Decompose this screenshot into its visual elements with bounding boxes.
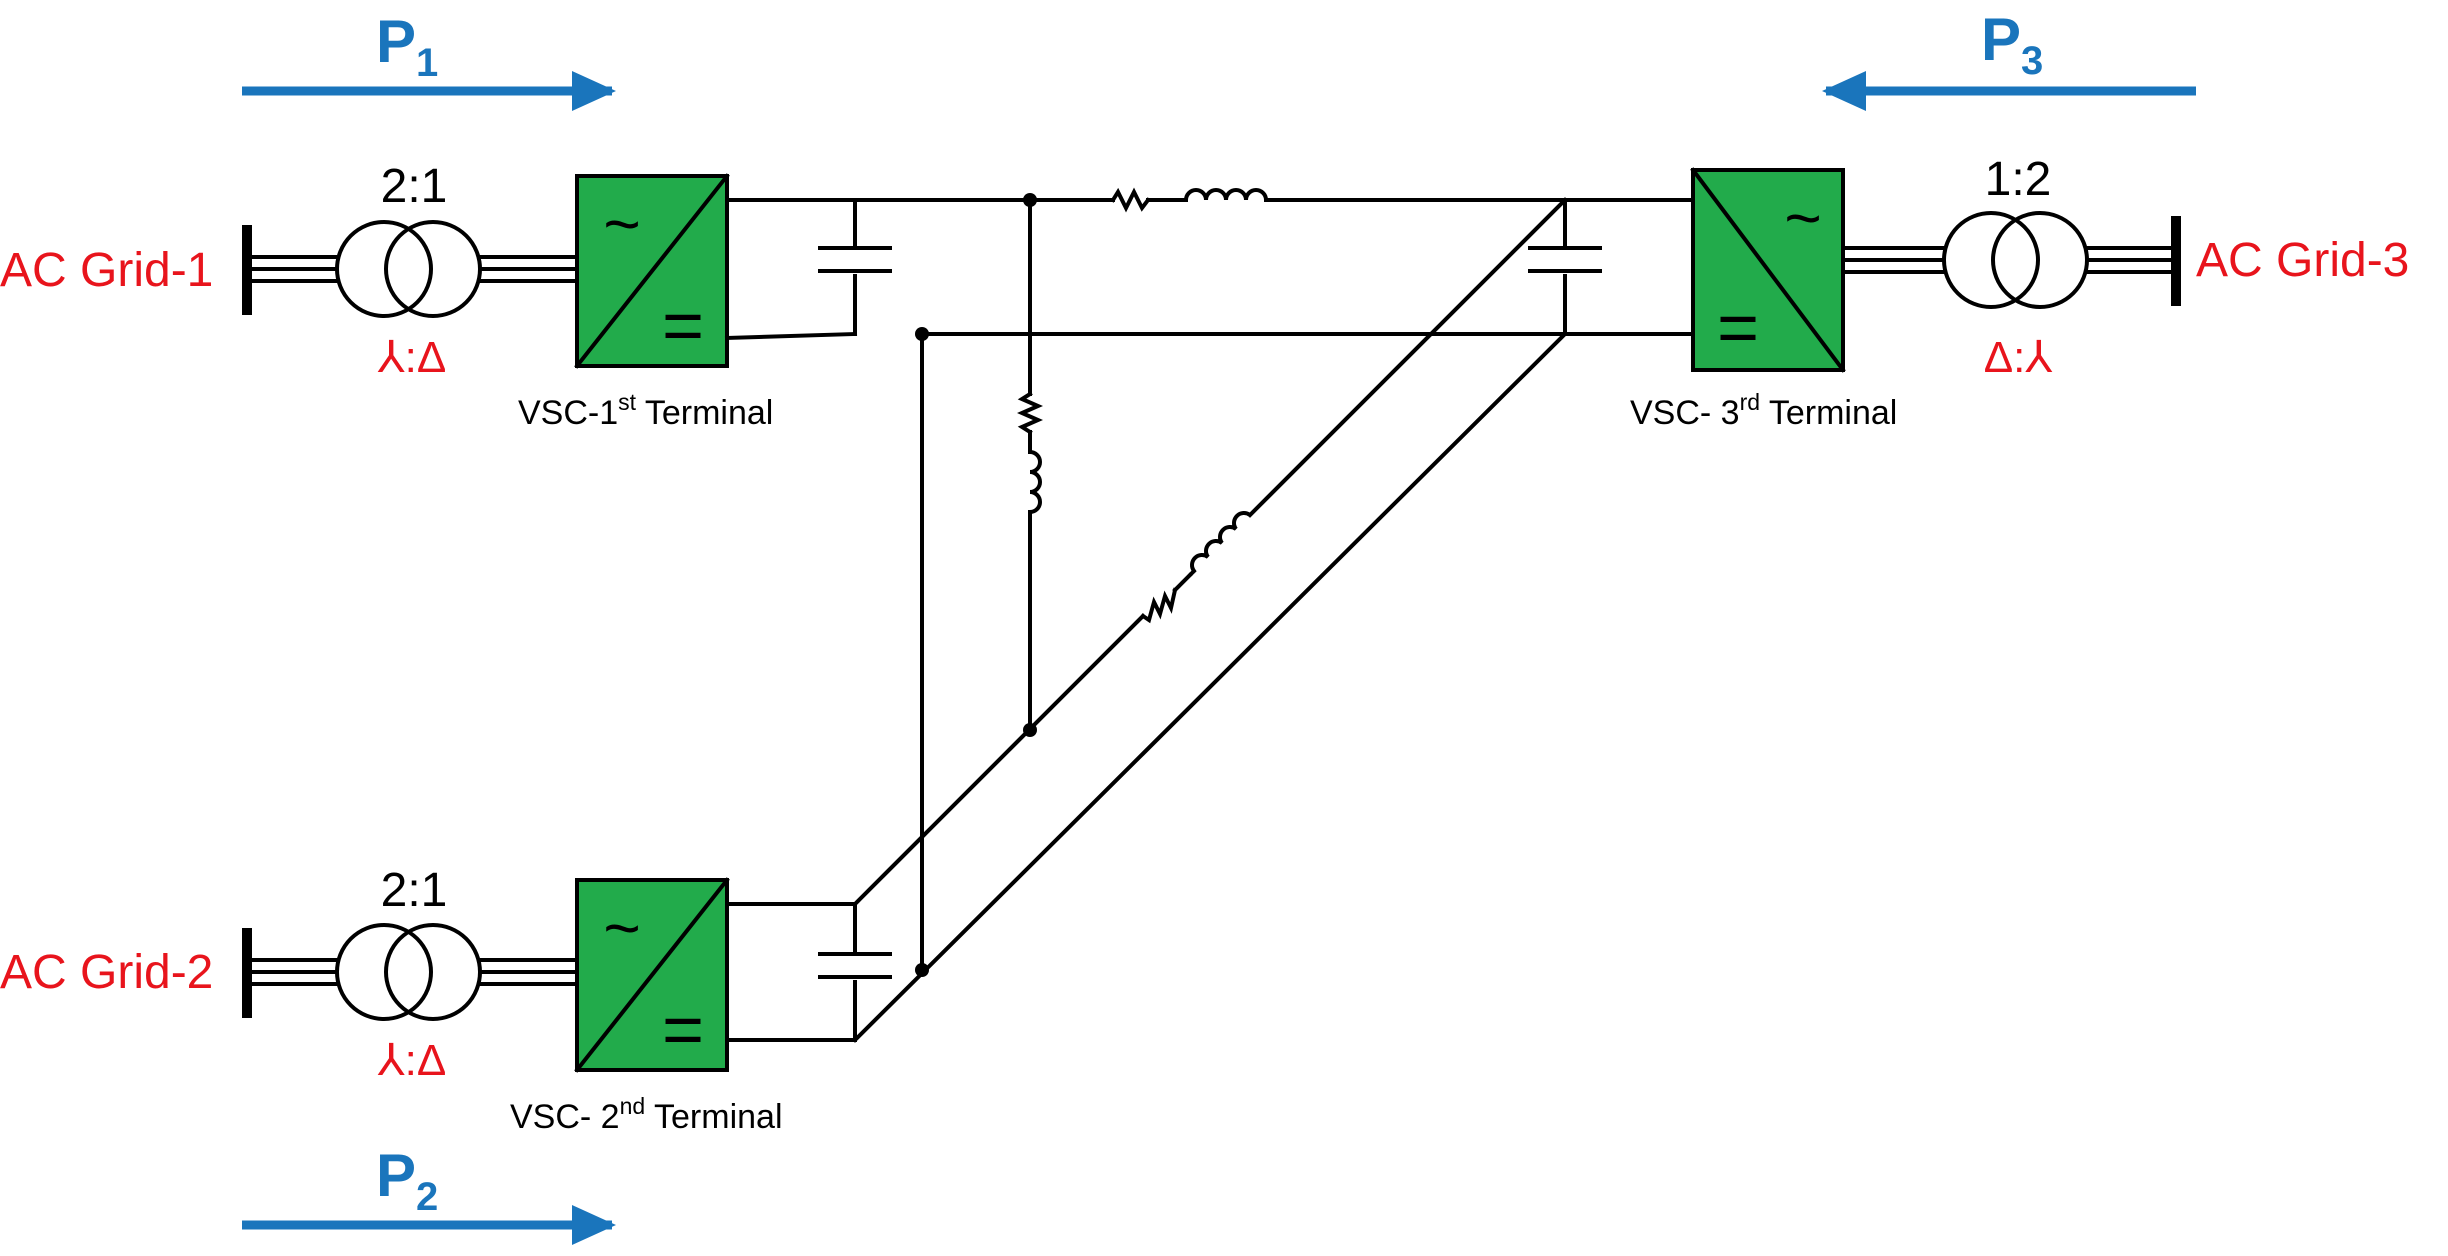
- vsc-1-dc-symbol: =: [662, 286, 704, 366]
- vsc-2-converter: ~ =: [574, 877, 730, 1073]
- p2-label: P2: [376, 1142, 438, 1219]
- transformer-2-winding: ⅄:Δ: [377, 1036, 447, 1085]
- power-flow-p2: P2: [242, 1142, 616, 1245]
- line-1-3-positive: [1028, 187, 1695, 213]
- ac-grid-1-label: AC Grid-1: [0, 244, 213, 297]
- transformer-2: [335, 923, 482, 1021]
- terminal-2-dc-bus: [725, 902, 857, 1042]
- p1-label: P1: [376, 8, 438, 85]
- transformer-1-winding: ⅄:Δ: [377, 333, 447, 382]
- vsc-2-label: VSC- 2nd Terminal: [510, 1093, 783, 1136]
- dc-network: [724, 187, 1695, 1043]
- line-2-3-positive: [852, 197, 1568, 907]
- transformer-2-ratio: 2:1: [381, 864, 448, 917]
- transformer-1-ratio: 2:1: [381, 160, 448, 213]
- grid-3-feeder: [2086, 246, 2178, 274]
- vsc-3-label: VSC- 3rd Terminal: [1630, 389, 1897, 432]
- terminal-1-dc-capacitor: [818, 246, 892, 274]
- power-flow-p1: P1: [242, 8, 616, 111]
- vsc-2-dc-symbol: =: [662, 990, 704, 1070]
- vsc-1-label: VSC-1st Terminal: [518, 389, 773, 432]
- converter-1-ac-feeder: [479, 255, 579, 283]
- vsc-3-ac-symbol: ~: [1784, 182, 1821, 254]
- line-1-2-positive: [1017, 198, 1043, 732]
- terminal-2: AC Grid-2 2:1 ⅄:Δ ~ = VSC- 2nd Terminal: [0, 864, 783, 1136]
- power-flow-p3: P3: [1822, 6, 2196, 111]
- converter-2-ac-feeder: [479, 958, 579, 986]
- terminal-1: AC Grid-1 2:1 ⅄:Δ ~ = VSC-1st Terminal: [0, 160, 773, 432]
- terminal-2-dc-capacitor: [818, 952, 892, 980]
- transformer-3: [1942, 211, 2089, 309]
- terminal-3: AC Grid-3 1:2 Δ:⅄ ~ = VSC- 3rd Terminal: [1630, 153, 2409, 432]
- vsc-3-dc-symbol: =: [1717, 288, 1759, 368]
- junction-dots: [915, 193, 1037, 977]
- transformer-3-winding: Δ:⅄: [1984, 333, 2053, 382]
- grid-2-feeder: [245, 958, 339, 986]
- vsc-3-converter: ~ =: [1690, 167, 1846, 373]
- ac-grid-2-label: AC Grid-2: [0, 946, 213, 999]
- converter-3-ac-feeder: [1841, 246, 1946, 274]
- p3-label: P3: [1981, 6, 2043, 83]
- vsc-1-converter: ~ =: [574, 173, 730, 369]
- line-2-3-negative: [852, 331, 1568, 1043]
- transformer-3-ratio: 1:2: [1985, 153, 2052, 206]
- ac-grid-3-label: AC Grid-3: [2196, 234, 2409, 287]
- transformer-1: [335, 220, 482, 318]
- terminal-3-dc-capacitor: [1528, 246, 1602, 274]
- vsc-2-ac-symbol: ~: [603, 892, 640, 964]
- grid-1-feeder: [245, 255, 339, 283]
- vsc-1-ac-symbol: ~: [603, 188, 640, 260]
